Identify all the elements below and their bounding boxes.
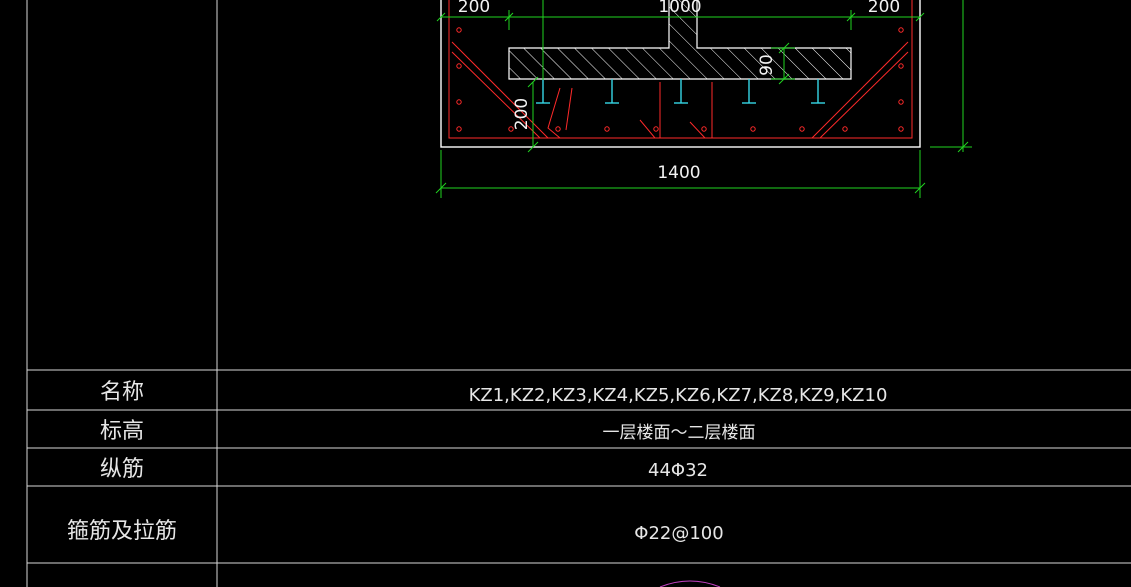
table-text: 名称 KZ1,KZ2,KZ3,KZ4,KZ5,KZ6,KZ7,KZ8,KZ9,K…	[67, 380, 887, 544]
dim-overall-width: 1400	[657, 163, 700, 183]
dim-cover-depth: 200	[512, 98, 532, 130]
stirrup-outline	[448, 0, 913, 139]
row-value-elevation: 一层楼面～二层楼面	[603, 423, 756, 443]
dim-right-cover: 200	[868, 0, 900, 17]
dimension-lines	[435, 0, 972, 198]
column-section-drawing[interactable]: 200 1000 200 1400 200 90	[435, 0, 972, 198]
diagonal-ties	[451, 41, 909, 139]
row-label-name: 名称	[100, 380, 144, 405]
stud-4	[742, 79, 756, 104]
row-value-stirrups-ties: Φ22@100	[634, 523, 723, 544]
row-value-name: KZ1,KZ2,KZ3,KZ4,KZ5,KZ6,KZ7,KZ8,KZ9,KZ10	[469, 385, 888, 406]
bottom-partial-mark	[659, 580, 721, 587]
dim-flange-depth: 90	[757, 54, 777, 76]
stud-1	[536, 79, 550, 104]
row-label-longitudinal-bars: 纵筋	[100, 457, 144, 482]
shear-studs	[536, 79, 825, 104]
row-label-elevation: 标高	[100, 419, 144, 444]
dim-center: 1000	[658, 0, 701, 17]
section-outline	[440, 0, 921, 148]
table-grid	[26, 0, 1131, 587]
rebar-dots	[456, 27, 904, 132]
row-value-longitudinal-bars: 44Φ32	[648, 460, 708, 481]
stud-5	[811, 79, 825, 104]
row-label-stirrups-ties: 箍筋及拉筋	[67, 519, 177, 544]
stud-2	[605, 79, 619, 104]
steel-t-section	[508, 0, 852, 80]
stud-3	[674, 79, 688, 104]
dim-left-cover: 200	[458, 0, 490, 17]
